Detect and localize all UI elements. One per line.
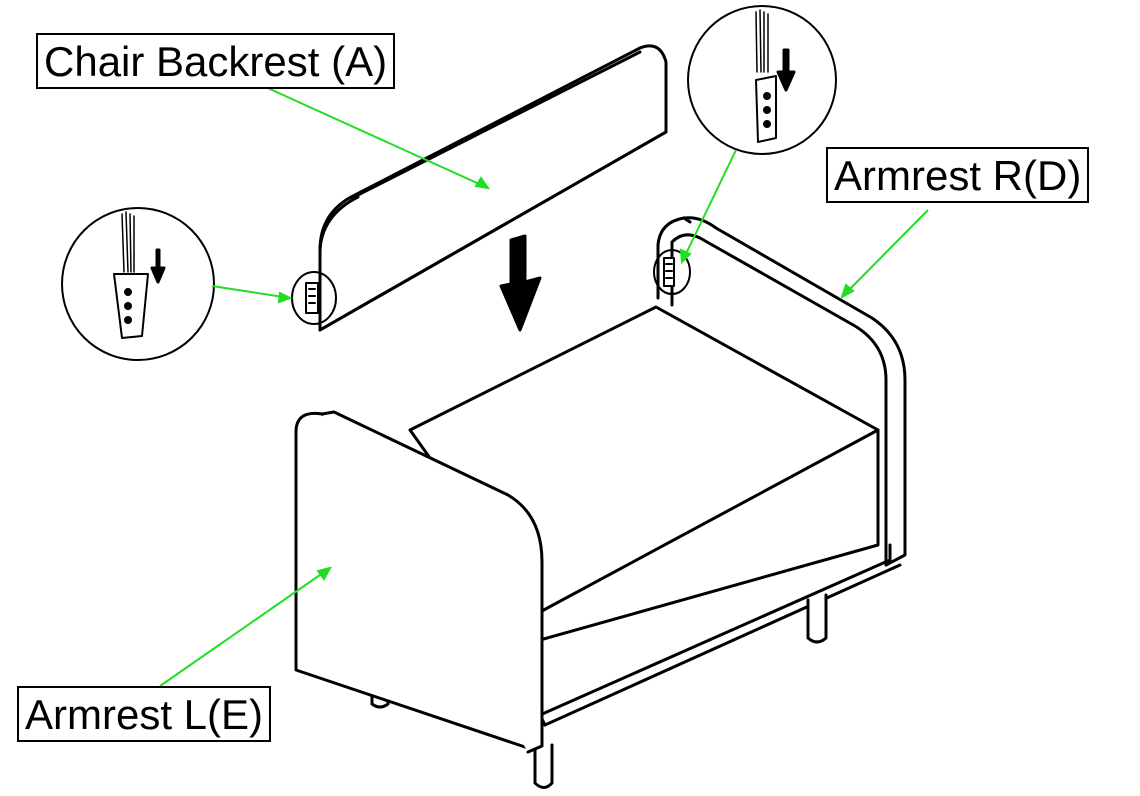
leader-line-detail-left	[211, 285, 291, 299]
leader-line-detail-top	[681, 149, 737, 263]
leader-line-backrest	[249, 79, 489, 189]
leader-line-armrest-left	[159, 567, 331, 687]
arrow-head-detail-top	[679, 248, 692, 265]
detail-circle-left	[61, 207, 215, 361]
chair-backrest-part	[318, 44, 668, 332]
leader-line-armrest-right	[841, 209, 929, 298]
arrow-head-armrest-left	[316, 566, 332, 581]
arrow-head-armrest-right	[840, 283, 855, 300]
backrest-bracket	[305, 282, 319, 314]
label-armrest-right: Armrest R(D)	[826, 147, 1090, 203]
down-arrow-icon	[499, 234, 542, 332]
label-armrest-left: Armrest L(E)	[17, 686, 272, 742]
detail-circle-top	[687, 5, 837, 155]
armrest-right-part	[656, 216, 907, 567]
armrest-right-bracket	[663, 257, 675, 287]
arrow-head-detail-left	[277, 291, 293, 304]
armrest-right-bracket-highlight	[653, 249, 691, 295]
arrow-head-backrest	[474, 176, 491, 190]
label-chair-backrest: Chair Backrest (A)	[36, 33, 396, 89]
armrest-left-part	[294, 410, 544, 754]
leader-lines	[159, 79, 929, 687]
